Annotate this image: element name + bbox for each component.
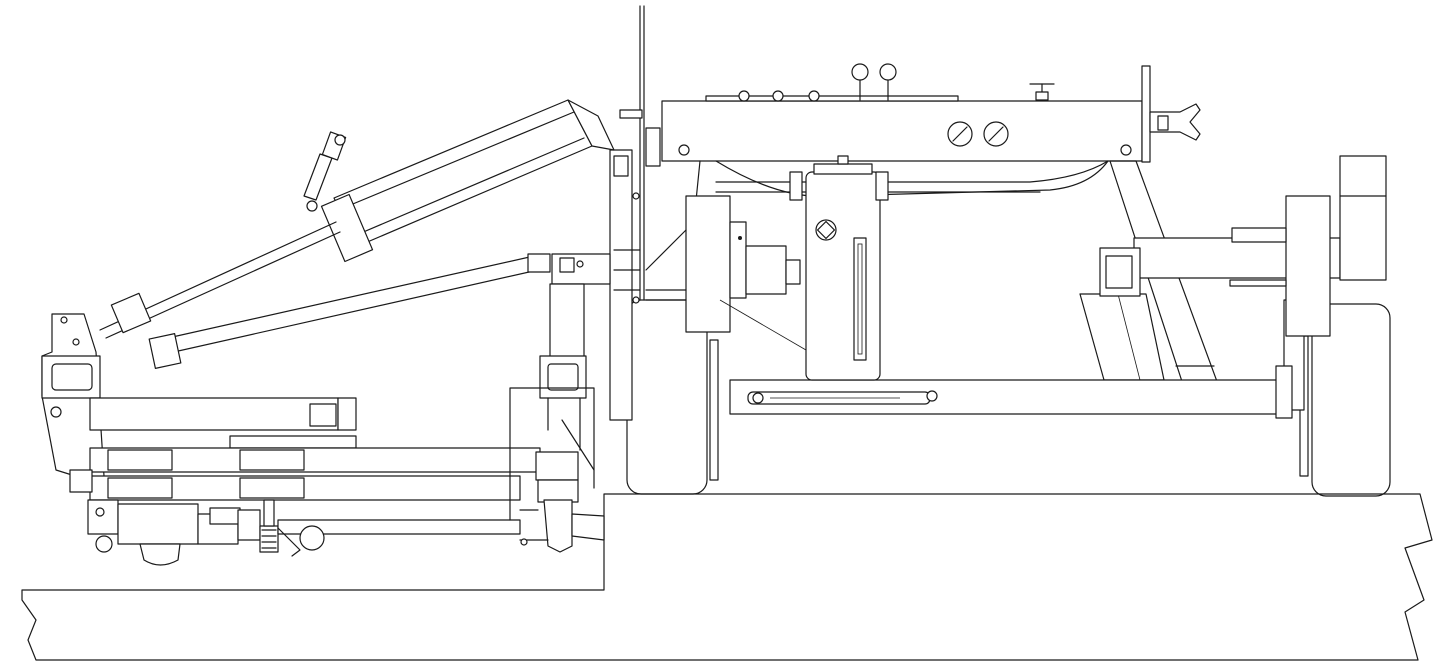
main-frame bbox=[661, 63, 1387, 419]
mast bbox=[609, 5, 661, 421]
pressure-gauges bbox=[947, 121, 1009, 147]
front-support bbox=[509, 355, 605, 553]
lower-link bbox=[148, 253, 611, 369]
pressure-gauge-icon bbox=[947, 121, 973, 147]
tool-head bbox=[41, 313, 541, 566]
pressure-gauge-icon bbox=[983, 121, 1009, 147]
boom-cylinder bbox=[99, 99, 615, 339]
ground-lower bbox=[21, 493, 1433, 661]
pump-motor bbox=[645, 195, 807, 351]
reservoir-tank bbox=[715, 155, 1109, 381]
